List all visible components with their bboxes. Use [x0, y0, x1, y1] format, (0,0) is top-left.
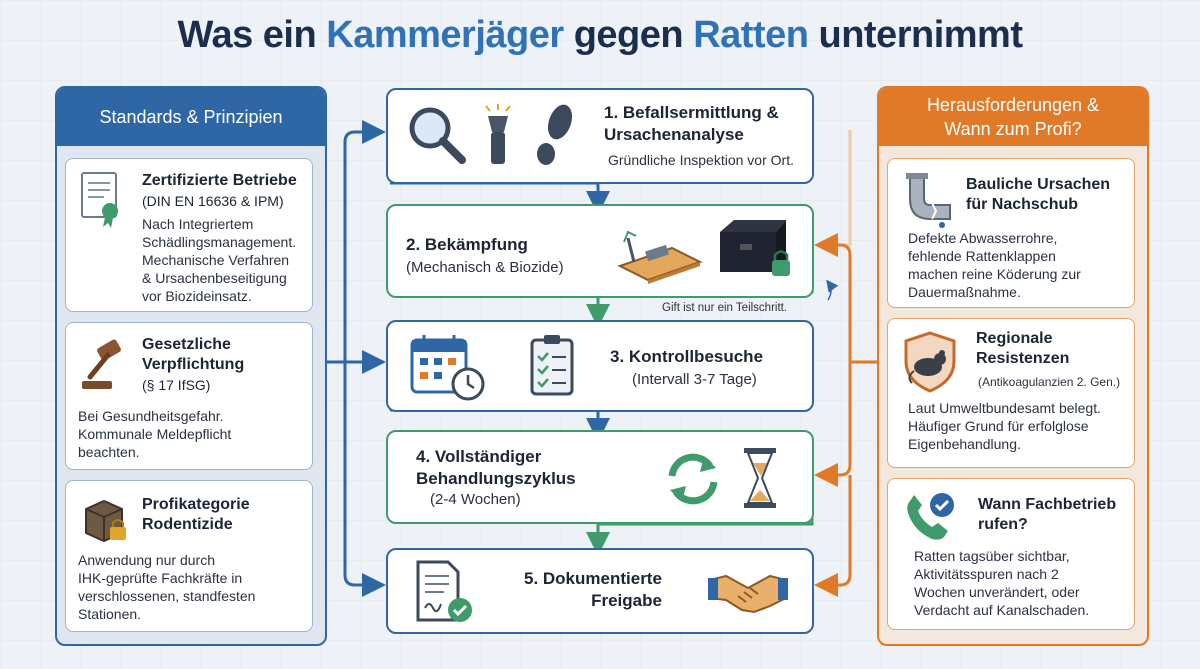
bait-station-icon: [720, 220, 790, 276]
challenges-panel-heading: Herausforderungen &Wann zum Profi?: [879, 88, 1147, 146]
card-text-line: beachten.: [78, 444, 140, 460]
handshake-icon: [708, 574, 788, 614]
card-title-line: Gesetzliche: [142, 336, 231, 353]
card-when-to-call: Wann Fachbetrieb rufen? Ratten tagsüber …: [887, 478, 1135, 630]
snap-trap-icon: [617, 230, 703, 284]
card-title-line: Resistenzen: [976, 350, 1070, 367]
step-title-line: 1. Befallsermittlung &: [604, 103, 779, 122]
card-subtitle: (DIN EN 16636 & IPM): [142, 193, 284, 209]
step-subtitle: (2-4 Wochen): [430, 491, 521, 508]
card-text-line: Laut Umweltbundesamt belegt.: [908, 400, 1101, 416]
card-title-line: rufen?: [978, 516, 1028, 533]
checklist-icon: [530, 335, 574, 396]
step-3-follow-up: 3. Kontrollbesuche (Intervall 3-7 Tage): [386, 320, 814, 412]
card-text-line: vor Biozideinsatz.: [142, 288, 252, 304]
step-4-treatment-cycle: 4. Vollständiger Behandlungszyklus (2-4 …: [386, 430, 814, 524]
card-text-line: Mechanische Verfahren: [142, 252, 290, 268]
step-title-line: Ursachenanalyse: [604, 125, 744, 144]
card-regional-resistance: Regionale Resistenzen (Antikoagulanzien …: [887, 318, 1135, 468]
signed-document-icon: [416, 560, 472, 622]
card-text-line: Häufiger Grund für erfolglose: [908, 418, 1089, 434]
card-title-line: Verpflichtung: [142, 356, 245, 373]
step-2-control: 2. Bekämpfung (Mechanisch & Biozide): [386, 204, 814, 298]
broken-pipe-icon: [906, 173, 951, 228]
card-text-line: Verdacht auf Kanalschaden.: [914, 602, 1090, 618]
hourglass-icon: [744, 448, 776, 508]
step-title-line: 5. Dokumentierte: [524, 569, 662, 588]
step-5-documented-release: 5. Dokumentierte Freigabe: [386, 548, 814, 634]
step-2-note: Gift ist nur ein Teilschritt.: [662, 302, 788, 314]
locked-box-icon: [85, 499, 126, 543]
card-title-line: Regionale: [976, 330, 1053, 347]
cycle-arrows-icon: [668, 453, 718, 505]
card-subtitle: (§ 17 IfSG): [142, 377, 211, 393]
card-text-line: Bei Gesundheitsgefahr.: [78, 408, 224, 424]
flashlight-icon: [485, 104, 511, 164]
card-text-line: Nach Integriertem: [142, 216, 254, 232]
card-text-line: Eigenbehandlung.: [908, 436, 1021, 452]
card-text-line: Aktivitätsspuren nach 2: [914, 566, 1059, 582]
card-title-line: Rodentizide: [142, 516, 233, 533]
gavel-icon: [82, 339, 121, 389]
card-text-line: Stationen.: [78, 606, 142, 622]
card-text-line: machen reine Köderung zur: [908, 266, 1081, 282]
step-1-inspection: 1. Befallsermittlung & Ursachenanalyse G…: [386, 88, 814, 184]
rat-shield-icon: [904, 331, 956, 393]
step-subtitle: (Intervall 3-7 Tage): [632, 371, 757, 388]
certificate-icon: [81, 172, 118, 228]
step-title-line: Freigabe: [591, 591, 662, 610]
page-title: Was ein Kammerjäger gegen Ratten unterni…: [177, 14, 1023, 56]
card-text-line: Schädlingsmanagement.: [142, 234, 297, 250]
card-professional-rodenticides: Profikategorie Rodentizide Anwendung nur…: [65, 480, 313, 632]
step-subtitle: (Mechanisch & Biozide): [406, 259, 564, 276]
step-title-line: 4. Vollständiger: [416, 447, 542, 466]
card-title-line: Bauliche Ursachen: [966, 176, 1111, 193]
card-title-line: Wann Fachbetrieb: [978, 496, 1117, 513]
card-text-line: IHK-geprüfte Fachkräfte in: [78, 570, 243, 586]
magnifier-icon: [409, 107, 466, 164]
card-text-line: fehlende Rattenklappen: [908, 248, 1056, 264]
card-text-line: Kommunale Meldepflicht: [78, 426, 232, 442]
step-title: 3. Kontrollbesuche: [610, 347, 764, 366]
card-title-line: für Nachschub: [966, 196, 1079, 213]
card-text-line: & Ursachenbeseitigung: [142, 270, 287, 286]
card-text-line: Wochen unverändert, oder: [914, 584, 1080, 600]
footprint-icon: [537, 104, 573, 165]
card-text-line: Anwendung nur durch: [78, 552, 215, 568]
card-legal-obligation: Gesetzliche Verpflichtung (§ 17 IfSG) Be…: [65, 322, 313, 470]
step-subtitle: Gründliche Inspektion vor Ort.: [608, 152, 794, 168]
card-text-line: verschlossenen, standfesten: [78, 588, 256, 604]
card-text-line: Ratten tagsüber sichtbar,: [914, 548, 1070, 564]
card-text-line: Defekte Abwasserrohre,: [908, 230, 1058, 246]
card-subtitle: (Antikoagulanzien 2. Gen.): [978, 375, 1121, 389]
card-title: Zertifizierte Betriebe: [142, 172, 297, 189]
step-title-line: Behandlungszyklus: [416, 469, 576, 488]
standards-panel: Standards & Prinzipien Zertifizierte Bet…: [55, 86, 327, 646]
standards-panel-heading: Standards & Prinzipien: [57, 88, 325, 146]
challenges-panel: Herausforderungen &Wann zum Profi? Bauli…: [877, 86, 1149, 646]
phone-check-icon: [907, 493, 954, 540]
card-structural-causes: Bauliche Ursachen für Nachschub Defekte …: [887, 158, 1135, 308]
card-certified-companies: Zertifizierte Betriebe (DIN EN 16636 & IP…: [65, 158, 313, 312]
calendar-clock-icon: [410, 335, 485, 401]
step-title: 2. Bekämpfung: [406, 235, 528, 254]
card-title-line: Profikategorie: [142, 496, 250, 513]
card-text-line: Dauermaßnahme.: [908, 284, 1021, 300]
